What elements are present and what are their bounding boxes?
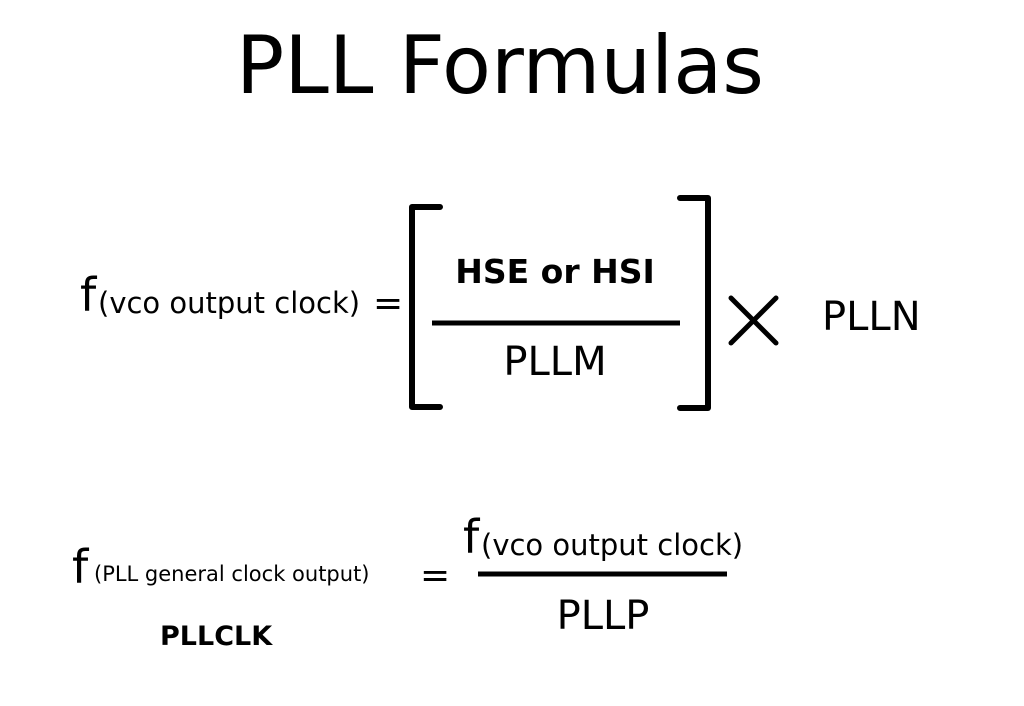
right-bracket — [677, 195, 711, 411]
formula-pll-equals-sign: = — [420, 555, 451, 596]
page-title: PLL Formulas — [236, 19, 764, 112]
formula-vco-multiplier: PLLN — [822, 294, 921, 340]
formula-vco-lhs-subscript: (vco output clock) — [98, 286, 361, 320]
formula-vco-numerator: HSE or HSI — [455, 252, 655, 291]
formula-vco-lhs-symbol: f — [80, 268, 97, 322]
formula-pll-caption: PLLCLK — [160, 621, 273, 652]
formula-vco-denominator: PLLM — [503, 339, 607, 385]
formula-pll-lhs-subscript: (PLL general clock output) — [94, 562, 370, 586]
formula-pll-numerator-subscript: (vco output clock) — [481, 528, 744, 562]
multiply-icon — [728, 295, 779, 346]
formula-pll-numerator-symbol: f — [463, 510, 480, 564]
formula-vco-equals-sign: = — [373, 283, 404, 324]
formula-pll-denominator: PLLP — [556, 593, 650, 639]
formula-pll-lhs-symbol: f — [72, 540, 89, 594]
